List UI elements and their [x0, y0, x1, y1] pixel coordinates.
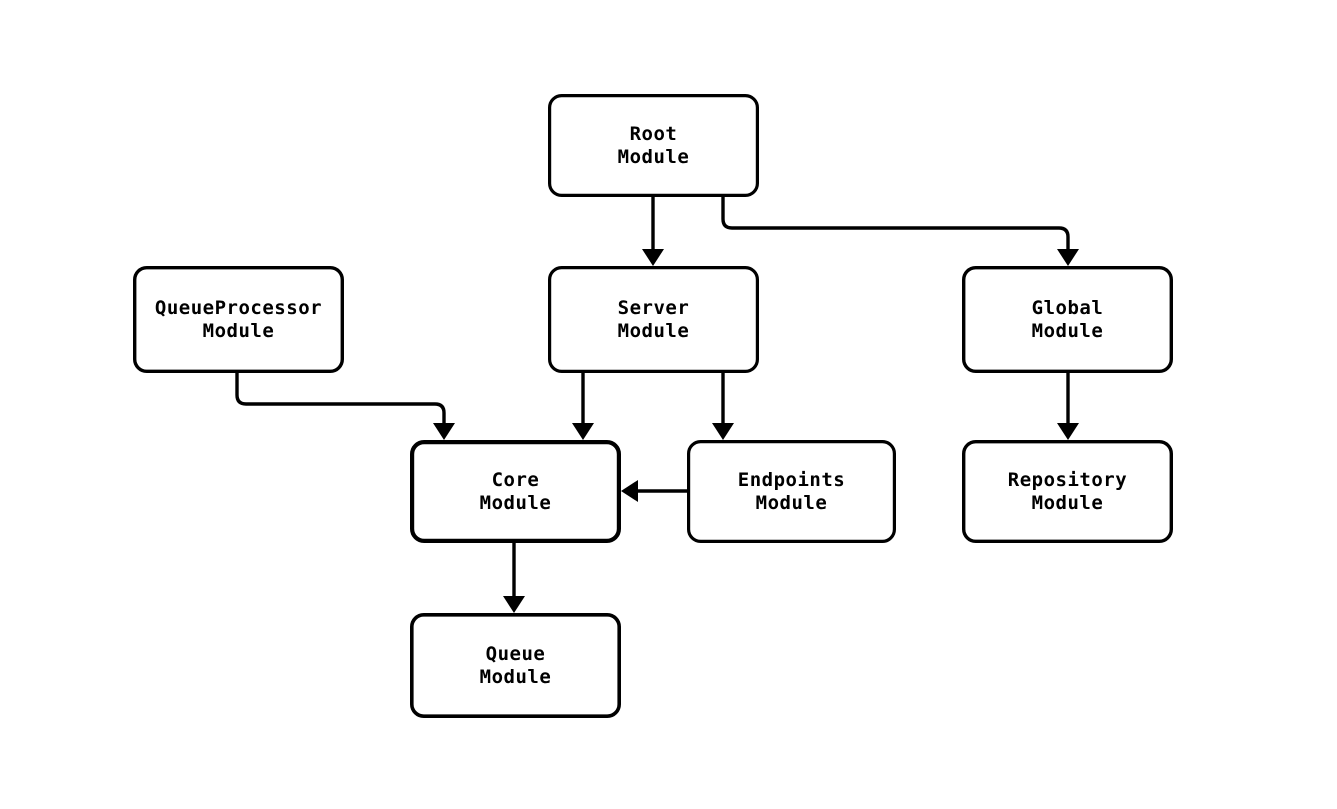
nodes-layer: RootModuleQueueProcessorModuleServerModu… [132, 93, 1174, 718]
node-label-endpoints-line1: Endpoints [738, 469, 845, 491]
edge-root-to-global [721, 197, 1079, 266]
edge-global-to-repository [1057, 373, 1079, 440]
node-label-queueprocessor-line1: QueueProcessor [155, 297, 322, 319]
node-label-global-line1: Global [1032, 297, 1104, 319]
edge-server-to-endpoints [712, 373, 734, 440]
edges-layer [235, 197, 1079, 613]
arrow-head-core-queue [503, 596, 525, 613]
node-box-endpoints[interactable] [686, 440, 896, 544]
edge-queueprocessor-to-core [235, 373, 455, 440]
node-label-queue-line1: Queue [486, 643, 546, 665]
node-box-repository[interactable] [962, 440, 1174, 544]
node-label-core-line1: Core [492, 469, 540, 491]
node-box-global[interactable] [962, 266, 1174, 374]
arrow-head-queueprocessor-core [433, 423, 455, 440]
node-box-root[interactable] [547, 93, 759, 198]
node-box-core[interactable] [410, 440, 622, 544]
node-box-queueprocessor[interactable] [132, 266, 345, 374]
node-label-repository-line1: Repository [1008, 469, 1127, 491]
arrow-head-server-endpoints [712, 423, 734, 440]
node-box-server[interactable] [547, 266, 759, 374]
arrow-head-server-core [572, 423, 594, 440]
edge-core-to-queue [503, 543, 525, 613]
node-label-core-line2: Module [480, 492, 552, 514]
arrow-head-root-global [1057, 249, 1079, 266]
node-label-root-line1: Root [630, 123, 678, 145]
node-label-repository-line2: Module [1032, 492, 1104, 514]
node-label-root-line2: Module [618, 146, 690, 168]
arrow-head-global-repository [1057, 423, 1079, 440]
node-label-queue-line2: Module [480, 666, 552, 688]
edge-line [235, 373, 446, 424]
node-label-queueprocessor-line2: Module [203, 320, 275, 342]
node-label-global-line2: Module [1032, 320, 1104, 342]
node-label-server-line1: Server [618, 297, 690, 319]
node-box-queue[interactable] [409, 612, 621, 718]
node-label-endpoints-line2: Module [756, 492, 828, 514]
edge-endpoints-to-core [621, 480, 687, 502]
arrow-head-endpoints-core [621, 480, 638, 502]
edge-server-to-core [572, 373, 594, 440]
edge-root-to-server [642, 197, 664, 266]
edge-line [721, 197, 1070, 250]
arrow-head-root-server [642, 249, 664, 266]
node-label-server-line2: Module [618, 320, 690, 342]
